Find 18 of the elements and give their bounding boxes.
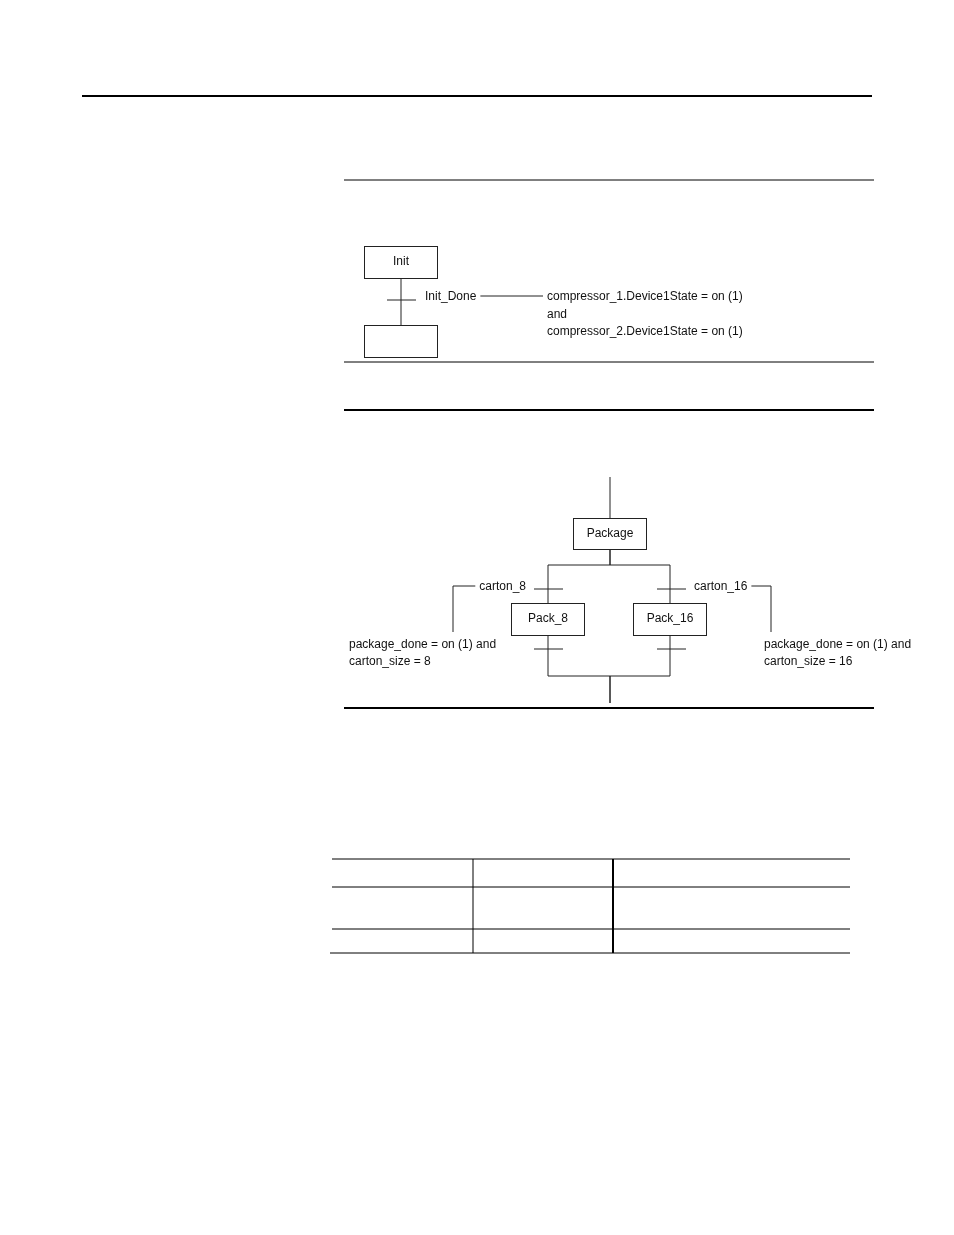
flow-line xyxy=(609,549,671,604)
step-box: Package xyxy=(573,518,647,550)
leader-line xyxy=(452,585,476,633)
leader-line xyxy=(750,585,772,633)
flow-line xyxy=(400,278,402,326)
step-box: Init xyxy=(364,246,438,279)
transition-name: Init_Done xyxy=(425,288,477,304)
flow-line xyxy=(609,476,611,519)
transition-name: carton_16 xyxy=(694,578,748,594)
step-box xyxy=(364,325,438,358)
condition-text: package_done = on (1) and carton_size = 16 xyxy=(764,636,913,670)
condition-text: compressor_1.Device1State = on (1) and compressor_2.Device1State = on (1) xyxy=(547,288,744,341)
step-box: Pack_8 xyxy=(511,603,585,636)
transition-name: carton_8 xyxy=(479,578,526,594)
step-box: Pack_16 xyxy=(633,603,707,636)
leader-line xyxy=(479,295,544,297)
flow-line xyxy=(609,635,671,704)
condition-text: package_done = on (1) and carton_size = 8 xyxy=(349,636,498,670)
